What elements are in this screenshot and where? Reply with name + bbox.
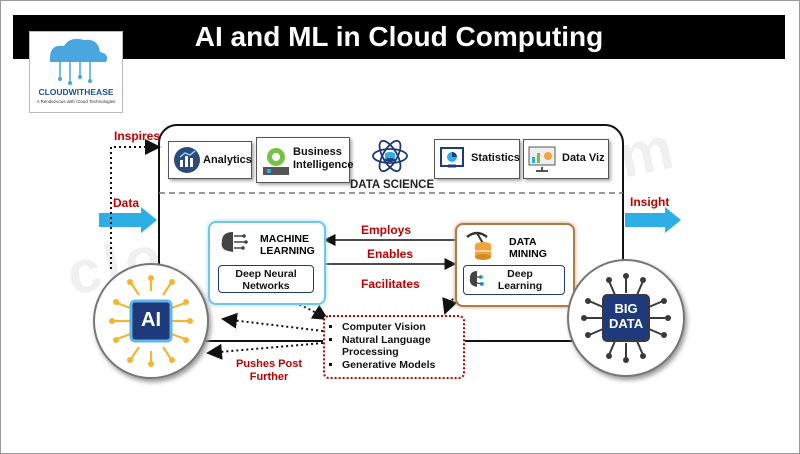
pushes-arrow-lower: [206, 342, 324, 360]
big-data-label: BIG DATA: [609, 301, 644, 331]
big-data-chip-icon: [581, 273, 671, 363]
data-mining-icon: [466, 231, 491, 260]
data-label: Data: [113, 196, 140, 210]
statistics-label: Statistics: [471, 152, 520, 164]
analytics-card: Analytics: [168, 141, 252, 179]
statistics-icon: [440, 147, 464, 168]
application-item: Natural Language Processing: [342, 334, 463, 359]
business-intelligence-card: Business Intelligence: [256, 137, 354, 183]
ai-circle: AI: [93, 263, 209, 379]
statistics-card: Statistics: [434, 139, 520, 179]
machine-learning-box: MACHINE LEARNING Deep Neural Networks: [208, 221, 326, 305]
data-mining-label: DATA MINING: [509, 236, 547, 260]
brain-circuit-icon: [221, 232, 248, 252]
insight-label: Insight: [630, 195, 670, 209]
data-science-label: DATA SCIENCE: [350, 179, 435, 191]
logo-tagline: A Rendezvous with Cloud Technologies: [36, 99, 116, 104]
enables-label: Enables: [367, 247, 414, 261]
ai-chip-label: AI: [141, 309, 161, 331]
analytics-icon: [174, 147, 200, 173]
data-viz-card: Data Viz: [523, 139, 609, 179]
employs-label: Employs: [361, 223, 412, 237]
deep-learning-icon: [469, 271, 484, 287]
deep-neural-networks-box: Deep Neural Networks: [218, 265, 314, 293]
business-intelligence-icon: [263, 148, 289, 175]
inspires-label: Inspires: [114, 129, 161, 143]
big-data-circle: BIG DATA: [567, 259, 685, 377]
facilitates-label: Facilitates: [361, 277, 420, 291]
pushes-arrow-upper: [221, 312, 324, 332]
application-item: Computer Vision: [342, 321, 463, 334]
machine-learning-label: MACHINE LEARNING: [260, 233, 315, 257]
data-viz-label: Data Viz: [562, 152, 605, 164]
deep-learning-label: Deep Learning: [497, 268, 543, 292]
inspires-arrow: [110, 139, 161, 269]
data-mining-box: DATA MINING Deep Learning: [455, 223, 575, 307]
application-item: Generative Models: [342, 359, 463, 372]
insight-output-arrow: [625, 207, 681, 233]
logo: CLOUDWITHEASE A Rendezvous with Cloud Te…: [29, 31, 123, 113]
data-viz-icon: [528, 146, 556, 172]
applications-list: Computer Vision Natural Language Process…: [325, 317, 463, 371]
logo-name: CLOUDWITHEASE: [38, 87, 114, 97]
title-bar: AI and ML in Cloud Computing: [13, 15, 785, 59]
data-input-arrow: [99, 207, 157, 233]
ai-chip-icon: [109, 275, 193, 367]
data-science-atom-icon: [372, 139, 408, 173]
cloud-circuit-icon: [50, 38, 108, 85]
page-title: AI and ML in Cloud Computing: [194, 21, 604, 52]
pushes-label: Pushes Post Further: [235, 358, 303, 383]
analytics-label: Analytics: [203, 154, 252, 166]
deep-learning-box: Deep Learning: [463, 265, 565, 295]
applications-box: Computer Vision Natural Language Process…: [323, 315, 465, 379]
business-intelligence-label: Business Intelligence: [293, 146, 354, 171]
